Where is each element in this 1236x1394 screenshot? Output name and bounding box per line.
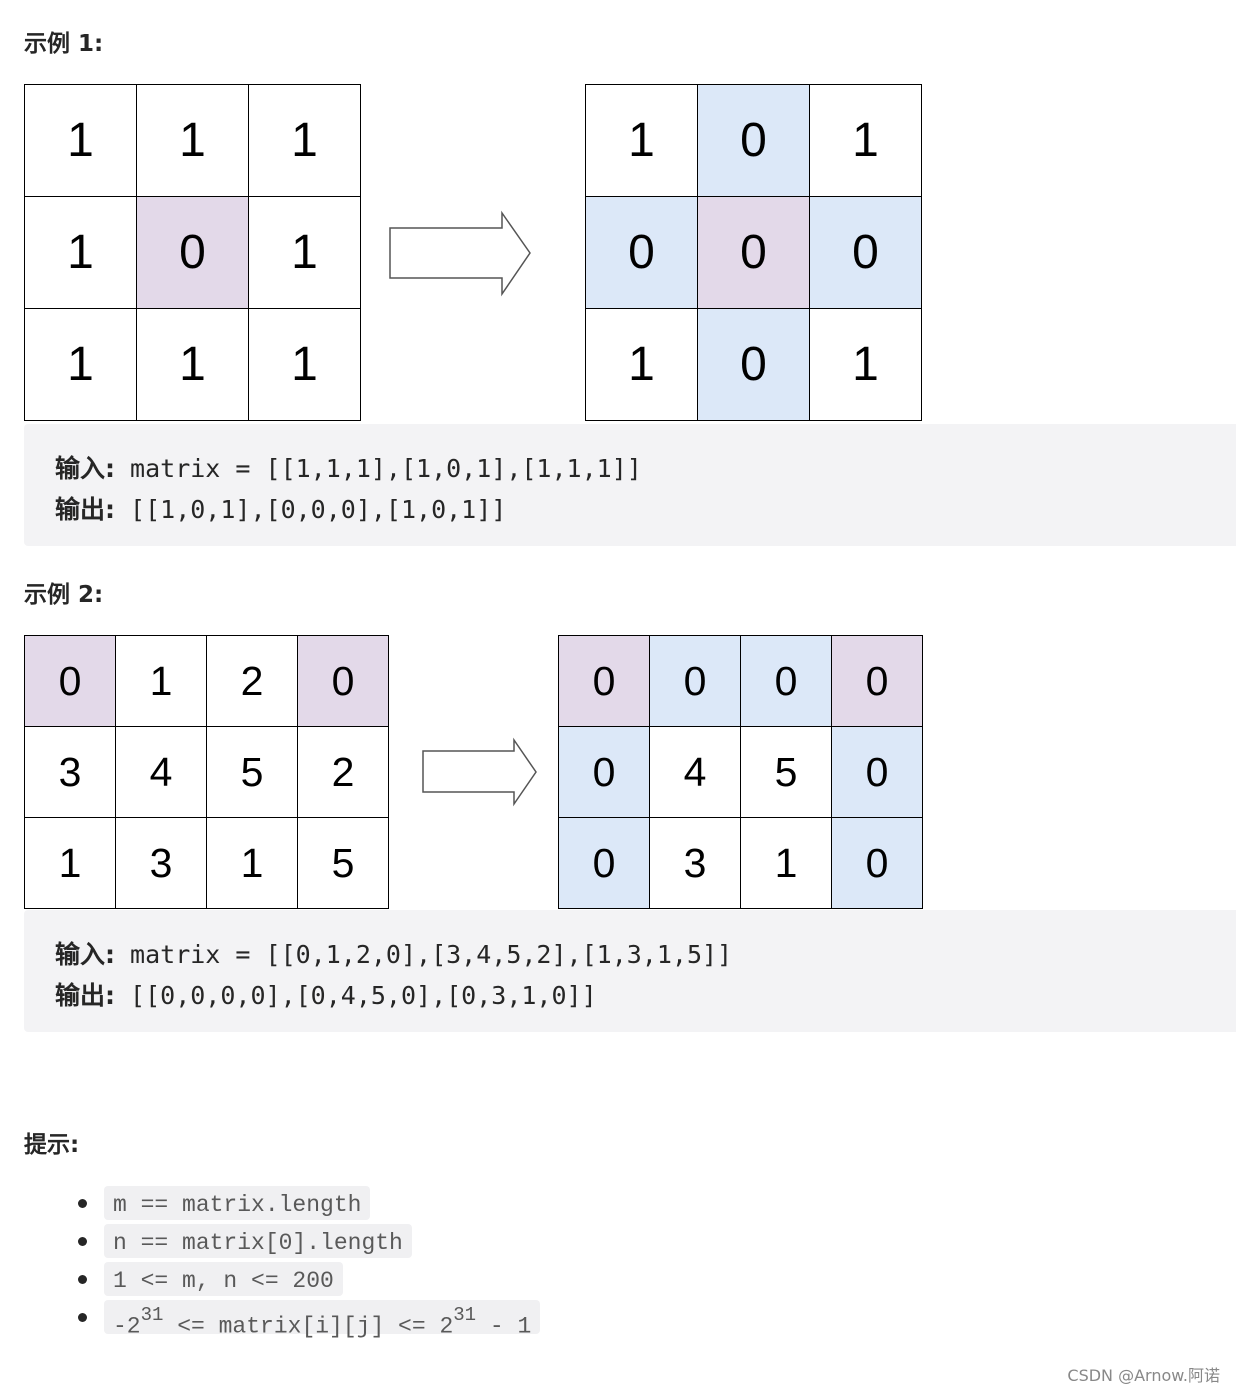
matrix-cell: 1	[248, 196, 361, 309]
example-1-heading: 示例 1:	[24, 31, 104, 57]
transform-arrow-icon	[389, 210, 531, 297]
matrix-cell: 2	[206, 635, 298, 727]
example-2-output-matrix: 0 0 0 0 0 4 5 0 0 3 1 0	[558, 635, 923, 909]
input-value: matrix = [[0,1,2,0],[3,4,5,2],[1,3,1,5]]	[115, 940, 733, 969]
matrix-cell: 1	[248, 84, 361, 197]
hint-code-range: -231 <= matrix[i][j] <= 231 - 1	[104, 1300, 541, 1340]
hints-heading: 提示:	[24, 1132, 80, 1158]
hint-range-part: -2	[113, 1313, 141, 1340]
matrix-cell: 1	[136, 84, 249, 197]
matrix-cell-affected: 0	[585, 196, 698, 309]
hint-range-part: - 1	[476, 1313, 532, 1340]
matrix-cell-zero: 0	[697, 196, 810, 309]
example-2-input-line: 输入: matrix = [[0,1,2,0],[3,4,5,2],[1,3,1…	[55, 934, 1236, 975]
matrix-cell: 3	[649, 817, 741, 909]
matrix-cell: 1	[740, 817, 832, 909]
matrix-cell-affected: 0	[649, 635, 741, 727]
input-value: matrix = [[1,1,1],[1,0,1],[1,1,1]]	[115, 454, 642, 483]
hint-code: m == matrix.length	[104, 1186, 371, 1220]
matrix-cell-zero: 0	[558, 635, 650, 727]
example-2-code-block: 输入: matrix = [[0,1,2,0],[3,4,5,2],[1,3,1…	[24, 910, 1236, 1032]
matrix-cell: 1	[809, 308, 922, 421]
example-2-input-matrix: 0 1 2 0 3 4 5 2 1 3 1 5	[24, 635, 389, 909]
example-1-output-matrix: 1 0 1 0 0 0 1 0 1	[585, 84, 922, 421]
matrix-cell-zero: 0	[297, 635, 389, 727]
hint-range-part: <= matrix[i][j] <= 2	[163, 1313, 454, 1340]
transform-arrow-icon	[422, 737, 537, 807]
matrix-cell: 5	[206, 726, 298, 818]
matrix-cell-affected: 0	[831, 817, 923, 909]
matrix-cell: 1	[585, 308, 698, 421]
matrix-cell-affected: 0	[697, 308, 810, 421]
matrix-cell: 1	[24, 196, 137, 309]
matrix-cell-zero: 0	[24, 635, 116, 727]
matrix-cell-affected: 0	[697, 84, 810, 197]
matrix-cell: 1	[248, 308, 361, 421]
matrix-cell: 1	[24, 84, 137, 197]
example-1-input-matrix: 1 1 1 1 0 1 1 1 1	[24, 84, 361, 421]
matrix-cell-affected: 0	[558, 726, 650, 818]
matrix-cell: 2	[297, 726, 389, 818]
hint-code: n == matrix[0].length	[104, 1224, 412, 1258]
matrix-cell-zero: 0	[136, 196, 249, 309]
matrix-cell: 1	[24, 308, 137, 421]
hint-range-exponent: 31	[140, 1304, 164, 1326]
matrix-cell: 4	[115, 726, 207, 818]
example-1-input-line: 输入: matrix = [[1,1,1],[1,0,1],[1,1,1]]	[55, 448, 1236, 489]
matrix-cell: 3	[115, 817, 207, 909]
output-value: [[1,0,1],[0,0,0],[1,0,1]]	[115, 495, 507, 524]
output-label: 输出:	[55, 495, 115, 524]
example-1-output-line: 输出: [[1,0,1],[0,0,0],[1,0,1]]	[55, 489, 1236, 530]
example-1-code-block: 输入: matrix = [[1,1,1],[1,0,1],[1,1,1]] 输…	[24, 424, 1236, 546]
watermark: CSDN @Arnow.阿诺	[1067, 1366, 1220, 1385]
hint-range-exponent: 31	[453, 1304, 477, 1326]
bullet-icon	[78, 1199, 87, 1208]
matrix-cell: 5	[740, 726, 832, 818]
matrix-cell: 1	[206, 817, 298, 909]
bullet-icon	[78, 1237, 87, 1246]
input-label: 输入:	[55, 940, 115, 969]
matrix-cell-affected: 0	[740, 635, 832, 727]
output-label: 输出:	[55, 981, 115, 1010]
matrix-cell: 1	[115, 635, 207, 727]
example-2-heading: 示例 2:	[24, 582, 104, 608]
matrix-cell: 1	[24, 817, 116, 909]
output-value: [[0,0,0,0],[0,4,5,0],[0,3,1,0]]	[115, 981, 597, 1010]
matrix-cell: 1	[809, 84, 922, 197]
input-label: 输入:	[55, 454, 115, 483]
bullet-icon	[78, 1313, 87, 1322]
hint-code: 1 <= m, n <= 200	[104, 1262, 343, 1296]
bullet-icon	[78, 1275, 87, 1284]
matrix-cell-zero: 0	[831, 635, 923, 727]
matrix-cell: 1	[136, 308, 249, 421]
matrix-cell: 5	[297, 817, 389, 909]
matrix-cell-affected: 0	[809, 196, 922, 309]
matrix-cell: 3	[24, 726, 116, 818]
matrix-cell: 4	[649, 726, 741, 818]
matrix-cell-affected: 0	[831, 726, 923, 818]
matrix-cell: 1	[585, 84, 698, 197]
example-2-output-line: 输出: [[0,0,0,0],[0,4,5,0],[0,3,1,0]]	[55, 975, 1236, 1016]
matrix-cell-affected: 0	[558, 817, 650, 909]
